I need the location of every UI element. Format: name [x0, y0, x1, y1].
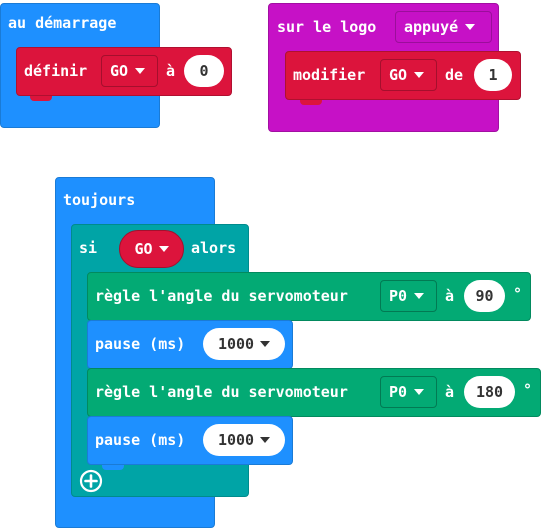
set-value-input[interactable]: 0	[184, 55, 224, 87]
servo-label: règle l'angle du servomoteur	[95, 383, 348, 401]
servo-to-label: à	[445, 383, 455, 401]
on-start-title: au démarrage	[8, 14, 117, 32]
set-variable-dropdown[interactable]: GO	[101, 55, 158, 87]
chevron-down-icon	[260, 341, 271, 347]
if-condition-variable[interactable]: GO	[119, 230, 184, 268]
if-label: si	[79, 239, 98, 257]
servo-pin-dropdown[interactable]: P0	[380, 280, 437, 312]
change-label: modifier	[293, 66, 366, 84]
chevron-down-icon	[260, 437, 271, 443]
set-to-label: à	[166, 62, 176, 80]
pause-label: pause (ms)	[95, 431, 186, 449]
logo-event-dropdown[interactable]: appuyé	[395, 11, 492, 43]
chevron-down-icon	[414, 389, 425, 395]
chevron-down-icon	[465, 24, 476, 30]
servo-degree-label: °	[513, 285, 523, 303]
change-variable-name: GO	[389, 66, 408, 84]
forever-title: toujours	[63, 191, 136, 209]
chevron-down-icon	[414, 72, 425, 78]
servo-to-label: à	[445, 287, 455, 305]
chevron-down-icon	[414, 293, 425, 299]
servo-pin-value: P0	[389, 383, 408, 401]
servo-angle-input[interactable]: 90	[464, 280, 505, 312]
servo-pin-value: P0	[389, 287, 408, 305]
servo-degree-label: °	[523, 381, 533, 399]
chevron-down-icon	[135, 68, 146, 74]
pause-duration-input[interactable]: 1000	[203, 328, 285, 360]
chevron-down-icon	[158, 246, 169, 252]
servo-label: règle l'angle du servomoteur	[95, 287, 348, 305]
change-value-input[interactable]: 1	[474, 59, 512, 91]
pause-duration-input[interactable]: 1000	[203, 424, 285, 456]
on-logo-title: sur le logo	[277, 18, 377, 36]
if-then-label: alors	[191, 239, 237, 257]
pause-label: pause (ms)	[95, 335, 186, 353]
change-variable-dropdown[interactable]: GO	[380, 59, 437, 91]
set-label: définir	[24, 62, 88, 80]
servo-angle-block[interactable]	[87, 272, 531, 321]
servo-angle-input[interactable]: 180	[464, 376, 515, 408]
logo-event-value: appuyé	[404, 18, 459, 36]
servo-pin-dropdown[interactable]: P0	[380, 376, 437, 408]
plus-circle-icon[interactable]	[79, 469, 103, 493]
set-variable-name: GO	[110, 62, 129, 80]
change-by-label: de	[445, 66, 464, 84]
